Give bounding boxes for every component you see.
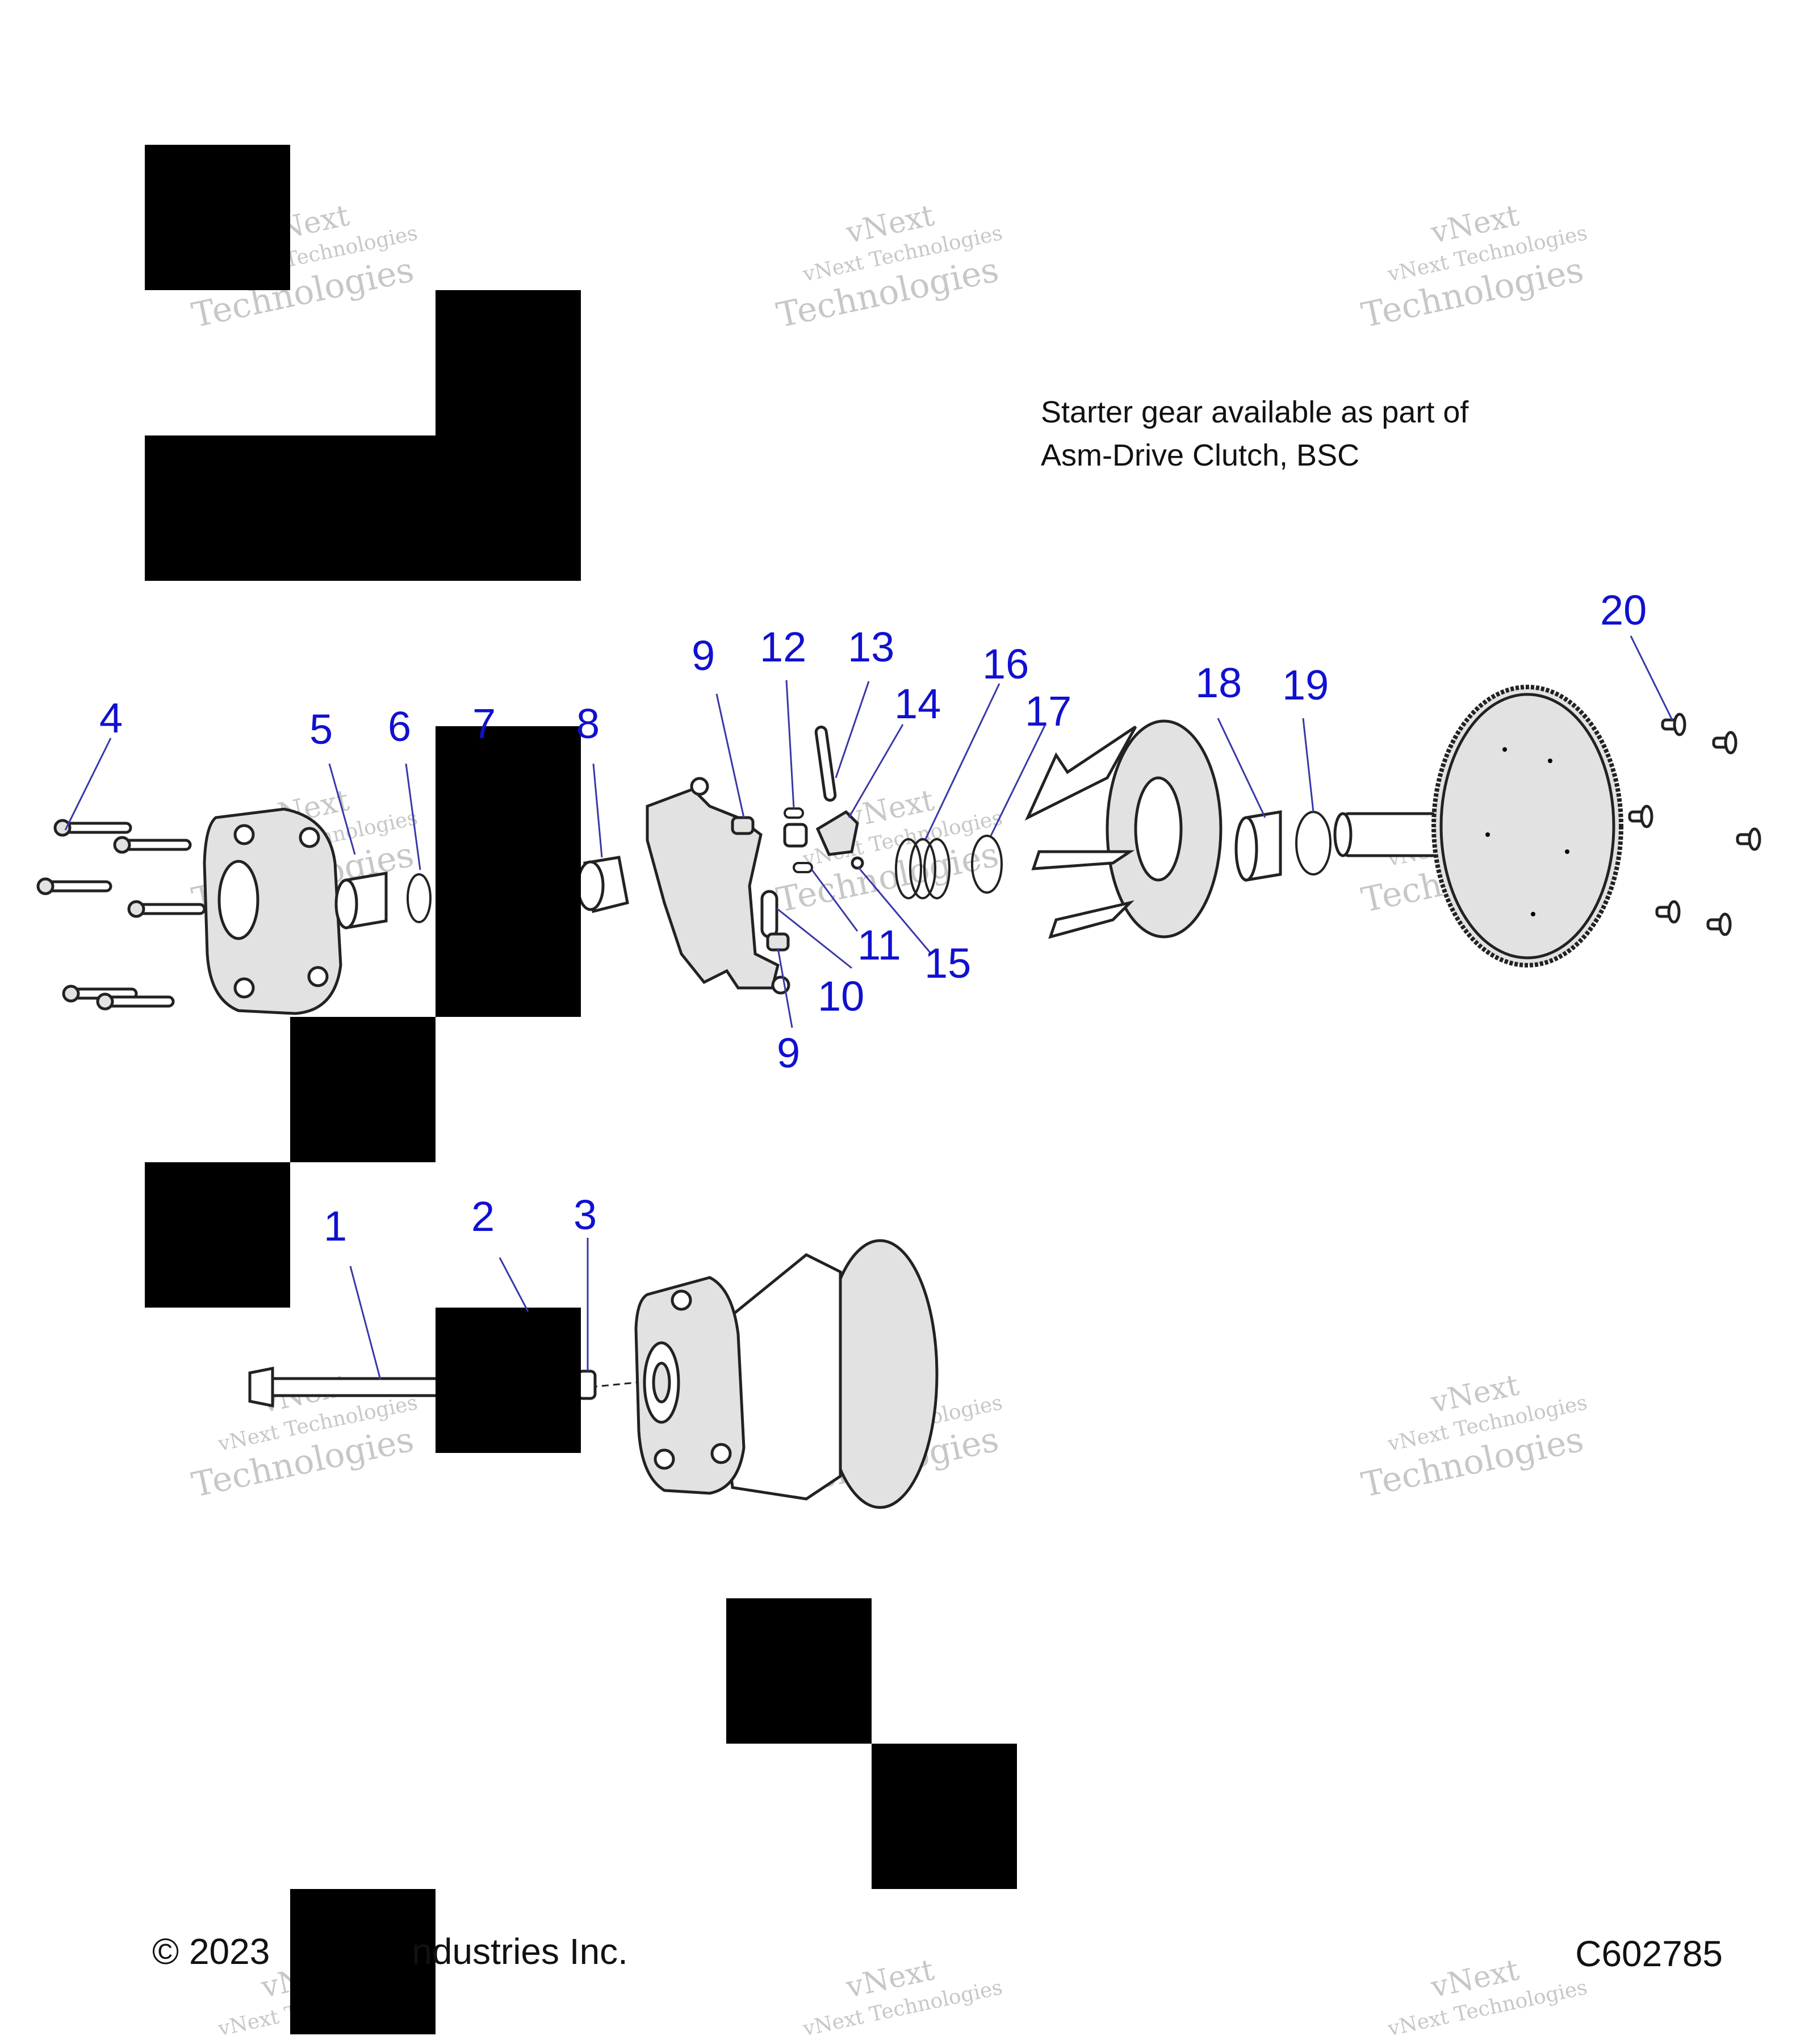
post-with-starter-gear [1333, 685, 1623, 967]
callout-15: 15 [924, 940, 971, 987]
callout-19: 19 [1282, 661, 1329, 709]
screw [1661, 713, 1686, 736]
bushing-part-6 [334, 872, 388, 929]
copyright-text: © 2023 ndustries Inc. [152, 1930, 628, 1972]
callout-labels: 4 5 6 7 8 9 12 13 14 16 17 18 19 20 11 1… [99, 587, 1647, 1250]
callout-4: 4 [99, 694, 123, 742]
note-line-1: Starter gear available as part of [1041, 395, 1469, 429]
screw [1736, 827, 1761, 851]
callout-18: 18 [1195, 659, 1242, 706]
redaction-block [290, 1017, 436, 1162]
screw [1712, 731, 1738, 755]
watermark: vNext vNext Technologies [1385, 1953, 1589, 2041]
roller-part-9-bottom [766, 932, 790, 952]
redaction-block [436, 726, 581, 1017]
bolt [53, 819, 132, 837]
bushing-part-11 [783, 823, 808, 848]
bushing-part-19 [1295, 811, 1332, 876]
callout-17: 17 [1025, 688, 1071, 735]
redaction-block [145, 145, 290, 290]
callout-9-bottom: 9 [777, 1029, 800, 1077]
copyright-company: ndustries Inc. [412, 1931, 628, 1972]
redaction-block [145, 1162, 290, 1308]
callout-16: 16 [982, 640, 1029, 688]
screw [1706, 912, 1732, 936]
copyright-year: © 2023 [152, 1931, 270, 1972]
spring-set-part-16 [895, 838, 951, 899]
screw [1655, 900, 1681, 924]
watermark: vNext vNext Technologies Technologies [773, 199, 1004, 336]
callout-13: 13 [848, 623, 894, 671]
flyweight-part-14 [815, 810, 859, 856]
screw-set-part-20 [1628, 713, 1761, 936]
roller-part-9-top [731, 816, 755, 835]
redaction-block [145, 435, 436, 581]
callout-11: 11 [857, 922, 901, 969]
washer-part-12-top [784, 807, 804, 819]
drive-clutch-assembly [634, 1239, 939, 1509]
callout-3: 3 [573, 1191, 597, 1238]
bolt [96, 992, 175, 1011]
bolt [127, 900, 206, 918]
watermark: vNext vNext Technologies Technologies [1358, 199, 1589, 336]
watermark: vNext vNext Technologies Technologies [1358, 1368, 1589, 1506]
washer-part-12-bottom [793, 862, 813, 873]
callout-1: 1 [324, 1203, 347, 1250]
diagram-code: C602785 [1575, 1933, 1723, 1974]
callout-2: 2 [471, 1193, 495, 1240]
bolt [113, 836, 192, 854]
bolt [36, 877, 112, 895]
bushing-part-18 [1234, 810, 1282, 882]
starter-gear-note: Starter gear available as part of Asm-Dr… [1041, 391, 1468, 477]
callout-6: 6 [388, 703, 411, 750]
redaction-block [872, 1744, 1017, 1889]
ball-part-15 [851, 856, 864, 870]
moveable-sheave [1024, 719, 1223, 939]
callout-8: 8 [576, 700, 600, 747]
spider-assembly [646, 777, 790, 995]
ring-part-17 [971, 835, 1003, 894]
redaction-block [290, 1889, 436, 2034]
callout-10: 10 [818, 973, 864, 1020]
redaction-block [436, 290, 581, 581]
redaction-block [436, 1308, 581, 1453]
note-line-2: Asm-Drive Clutch, BSC [1041, 438, 1360, 472]
callout-12: 12 [760, 623, 806, 671]
callout-5: 5 [309, 706, 333, 753]
sleeve-part-8 [576, 856, 629, 914]
callout-20: 20 [1600, 587, 1647, 634]
redaction-blocks [145, 145, 1017, 2034]
callout-9-top: 9 [692, 632, 715, 679]
callout-14: 14 [894, 680, 941, 727]
retaining-ring-part-6 [407, 873, 432, 923]
cover-plate-part-5 [203, 807, 342, 1015]
screw [1628, 805, 1653, 828]
pin-part-13 [814, 726, 837, 802]
redaction-block [726, 1598, 872, 1744]
leader-lines [64, 635, 1673, 1380]
watermark: vNext vNext Technologies [801, 1953, 1004, 2041]
pin-part-10 [760, 890, 778, 939]
bolt-set-part-4 [36, 819, 206, 1011]
callout-7: 7 [472, 700, 496, 747]
